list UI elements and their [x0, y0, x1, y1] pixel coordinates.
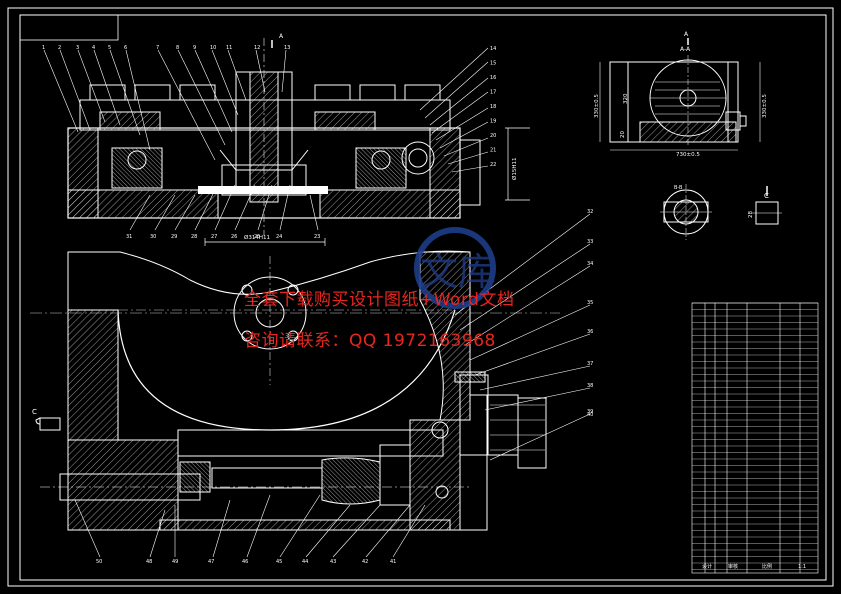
callout-39: 39: [587, 409, 593, 415]
dim-left-h1: 330±0.5: [594, 94, 600, 118]
dim-side: Ø15H11: [511, 158, 518, 180]
callout-30: 30: [150, 234, 156, 240]
callout-47: 47: [208, 559, 214, 565]
callout-50: 50: [96, 559, 102, 565]
bottom-main-view: [30, 250, 560, 531]
callout-29: 29: [171, 234, 177, 240]
section-mark-c-right: C: [764, 192, 769, 200]
callout-20: 20: [490, 133, 496, 139]
top-leaders: [43, 47, 489, 231]
callout-27: 27: [211, 234, 217, 240]
dim-width: 730±0.5: [676, 152, 700, 158]
bottom-leaders: [74, 213, 591, 558]
dim-left-h2: 320: [623, 93, 629, 104]
callout-6: 6: [124, 45, 127, 51]
section-mark-a-top: A: [279, 33, 284, 40]
detail-view-b: [660, 184, 712, 240]
detail-view-c: [752, 186, 782, 225]
callout-35: 35: [587, 300, 593, 306]
parts-list-rows: 设计 审核 比例 1:1: [692, 302, 818, 570]
watermark-logo: 文库: [414, 227, 496, 309]
watermark-line-2: 咨询请联系：QQ 1972163968: [244, 331, 496, 351]
callout-28: 28: [191, 234, 197, 240]
callout-46: 46: [242, 559, 248, 565]
callout-21: 21: [490, 148, 496, 154]
callout-11: 11: [226, 45, 232, 51]
callout-32: 32: [587, 209, 593, 215]
callout-17: 17: [490, 90, 496, 96]
view-label-a-a: A-A: [680, 46, 691, 53]
callout-24: 24: [276, 234, 282, 240]
view-label-b-b: B-B: [674, 185, 683, 191]
section-mark-c-left: C: [32, 408, 37, 416]
callout-9: 9: [193, 45, 196, 51]
callout-15: 15: [490, 61, 496, 67]
callout-12: 12: [254, 45, 260, 51]
callout-3: 3: [76, 45, 79, 51]
watermark-logo-text: 文库: [420, 250, 496, 294]
title-block-footer-0: 设计: [702, 563, 712, 570]
callout-26: 26: [231, 234, 237, 240]
title-block-footer-3: 1:1: [798, 564, 806, 570]
callout-44: 44: [302, 559, 308, 565]
callout-14: 14: [490, 46, 496, 52]
callout-41: 41: [390, 559, 396, 565]
top-section-view: [67, 38, 530, 246]
dim-c: 28: [748, 211, 754, 218]
callout-8: 8: [176, 45, 179, 51]
callout-48: 48: [146, 559, 152, 565]
callout-38: 38: [587, 383, 593, 389]
callout-19: 19: [490, 119, 496, 125]
title-block-footer-2: 比例: [762, 563, 772, 570]
callout-36: 36: [587, 329, 593, 335]
callout-42: 42: [362, 559, 368, 565]
title-block-footer-1: 审核: [728, 563, 738, 570]
parts-list-table: [691, 302, 819, 574]
callout-2: 2: [58, 45, 61, 51]
dim-small: 20: [620, 131, 626, 138]
callout-23: 23: [314, 234, 320, 240]
callout-40: 40: [587, 412, 593, 418]
callout-37: 37: [587, 361, 593, 367]
callout-18: 18: [490, 104, 496, 110]
callout-34: 34: [587, 261, 593, 267]
callout-13: 13: [284, 45, 290, 51]
section-mark-a-detail: A: [684, 31, 689, 38]
callout-33: 33: [587, 239, 593, 245]
callout-5: 5: [108, 45, 111, 51]
dim-bore: Ø314H11: [244, 234, 270, 241]
dim-right-h: 330±0.5: [762, 94, 768, 118]
callout-25: 25: [254, 234, 260, 240]
corner-tag: [19, 14, 119, 41]
callout-45: 45: [276, 559, 282, 565]
inner-border: [19, 14, 827, 581]
callout-7: 7: [156, 45, 159, 51]
callout-43: 43: [330, 559, 336, 565]
callout-1: 1: [42, 45, 45, 51]
callout-10: 10: [210, 45, 216, 51]
outer-border: [7, 7, 834, 587]
callout-31: 31: [126, 234, 132, 240]
callout-4: 4: [92, 45, 95, 51]
callout-22: 22: [490, 162, 496, 168]
callout-16: 16: [490, 75, 496, 81]
callout-49: 49: [172, 559, 178, 565]
detail-view-a: [599, 38, 761, 151]
watermark-line-1: 全套下载购买设计图纸+Word文档: [244, 290, 515, 310]
